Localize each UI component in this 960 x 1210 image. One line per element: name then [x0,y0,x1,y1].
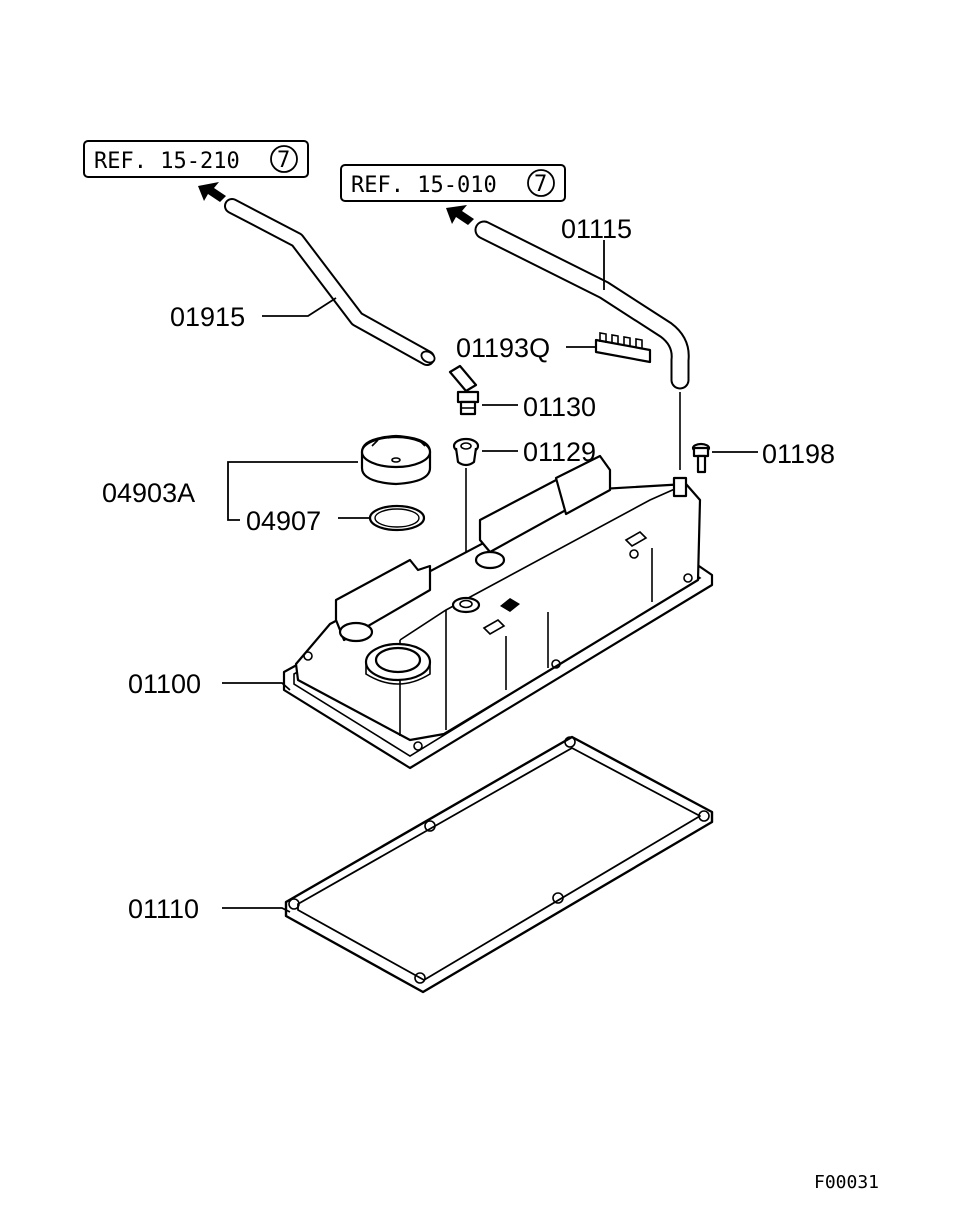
ref-circle-number: 7 [534,172,547,197]
arrow-icon [198,182,226,202]
pcv-valve-01130[interactable] [448,364,480,416]
part-number-04907[interactable]: 04907 [246,506,321,536]
part-number-01130[interactable]: 01130 [523,392,596,422]
part-number-01915[interactable]: 01915 [170,302,245,332]
part-number-01110[interactable]: 01110 [128,894,199,924]
part-number-01193Q[interactable]: 01193Q [456,333,550,363]
o-ring-04907[interactable] [368,504,426,532]
part-number-04903A[interactable]: 04903A [102,478,195,508]
rocker-cover-gasket-01110[interactable] [284,735,714,994]
hose-01115[interactable] [474,220,690,390]
leader-01110 [222,907,291,913]
brand-logo [500,598,520,612]
part-number-01100[interactable]: 01100 [128,669,201,699]
clamp-01193Q[interactable] [594,332,652,364]
hose-01915[interactable] [224,198,437,366]
ref-box-15-210[interactable]: REF. 15-210 7 [83,140,309,178]
leader-04907-branch [227,492,240,521]
leader-01915 [262,297,337,317]
arrow-icon [446,205,474,225]
leader-01100 [222,682,291,691]
leader-04903A [227,461,358,492]
oil-filler-cap-04903A[interactable] [360,434,432,486]
bolt-01198[interactable] [691,442,711,474]
part-number-01115[interactable]: 01115 [561,214,632,244]
grommet-01129[interactable] [452,437,480,467]
part-number-01198[interactable]: 01198 [762,439,835,469]
ref-box-15-010[interactable]: REF. 15-010 7 [340,164,566,202]
part-number-01129[interactable]: 01129 [523,437,596,467]
rocker-cover-01100[interactable] [282,454,714,770]
ref-label-15-010: REF. 15-010 [351,173,497,198]
ref-label-15-210: REF. 15-210 [94,149,240,174]
figure-code: F00031 [814,1172,879,1193]
ref-circle-number: 7 [277,148,290,173]
